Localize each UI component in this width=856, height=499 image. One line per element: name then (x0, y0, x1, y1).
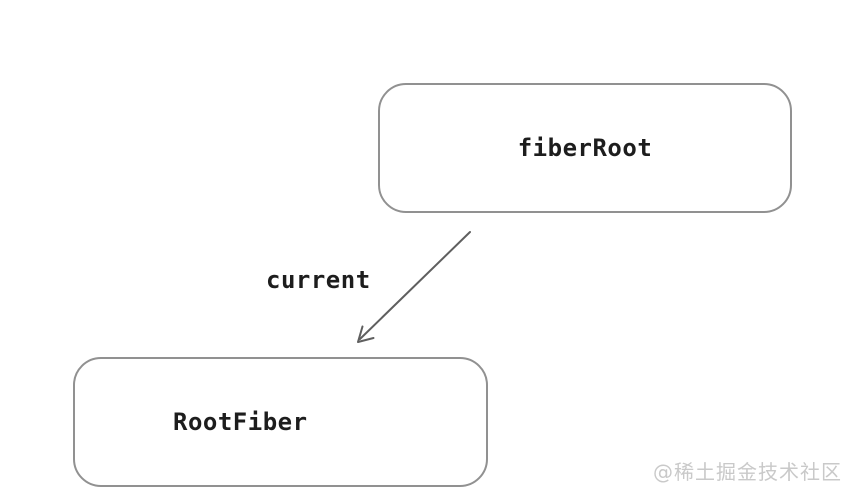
current-arrowhead-icon (357, 325, 375, 343)
node-rootfiber-label: RootFiber (173, 408, 308, 436)
node-rootfiber: RootFiber (73, 357, 488, 487)
watermark: @稀土掘金技术社区 (653, 460, 842, 484)
node-fiberroot: fiberRoot (378, 83, 792, 213)
edge-label-current: current (266, 266, 371, 294)
node-fiberroot-label: fiberRoot (517, 134, 653, 162)
current-arrow-shaft (359, 231, 471, 340)
